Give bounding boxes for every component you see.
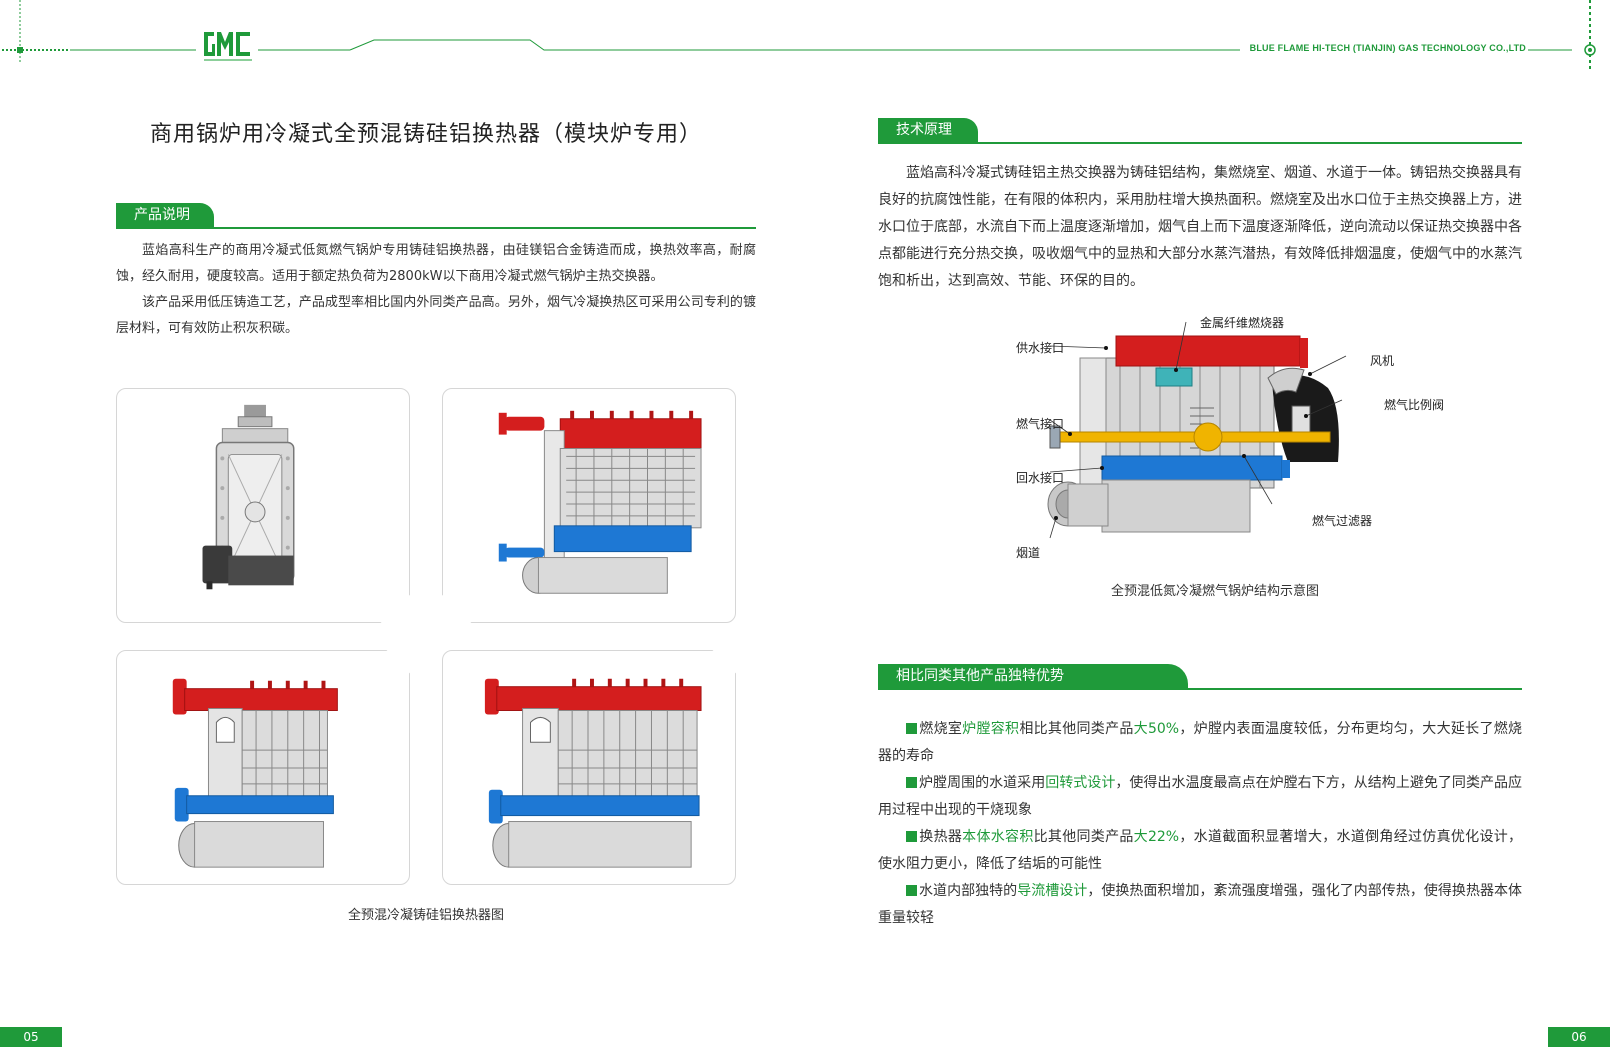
item-highlight: 本体水容积 [962,829,1034,845]
section-tab-label: 技术原理 [878,118,978,142]
item-highlight: 大50% [1133,721,1180,737]
item-text: ，使换热面积增加，紊流强度增强，强化了内部传热，使得换热器本体重量较轻 [878,883,1523,926]
product-image-side-view-small [116,650,410,885]
advantage-item: 换热器本体水容积比其他同类产品大22%，水道截面积显著增大，水道倒角经过仿真优化… [878,824,1522,878]
page-title: 商用锅炉用冷凝式全预混铸硅铝换热器（模块炉专用） [150,122,703,147]
item-text: 比其他同类产品 [1033,829,1134,845]
section-tab-label: 产品说明 [116,203,214,227]
item-text: ，炉膛内表面温度较低，分布更均匀，大大延长了燃烧器的寿命 [878,721,1523,764]
company-logo [204,32,252,61]
paragraph: 蓝焰高科冷凝式铸硅铝主热交换器为铸硅铝结构，集燃烧室、烟道、水道于一体。铸铝热交… [878,165,1522,289]
bullet-square-icon [906,885,917,896]
gallery-caption: 全预混冷凝铸硅铝换热器图 [347,908,504,923]
item-text: ，水道截面积显著增大，水道倒角经过仿真优化设计，使水阻力更小，降低了结垢的可能性 [878,829,1523,872]
diagram-label-fan: 风机 [1370,354,1395,368]
item-text: 换热器 [919,829,963,845]
product-description: 蓝焰高科生产的商用冷凝式低氮燃气锅炉专用铸硅铝换热器，由硅镁铝合金铸造而成，换热… [116,238,756,342]
item-text: 燃烧室 [919,721,963,737]
item-highlight: 大22% [1133,829,1180,845]
paragraph: 蓝焰高科生产的商用冷凝式低氮燃气锅炉专用铸硅铝换热器，由硅镁铝合金铸造而成，换热… [116,243,756,284]
section-tab-label: 相比同类其他产品独特优势 [878,664,1188,688]
item-text: 相比其他同类产品 [1019,721,1134,737]
section-header-advantages: 相比同类其他产品独特优势 [878,664,1522,690]
advantage-item: 燃烧室炉膛容积相比其他同类产品大50%，炉膛内表面温度较低，分布更均匀，大大延长… [878,716,1522,770]
diagram-caption: 全预混低氮冷凝燃气锅炉结构示意图 [1110,584,1319,599]
diagram-label-gas-valve: 燃气比例阀 [1384,398,1445,412]
section-rule [878,142,1522,144]
section-rule [116,227,756,229]
boiler-structure-diagram [1047,321,1347,539]
product-image-side-view-large [442,650,736,885]
paragraph: 该产品采用低压铸造工艺，产品成型率相比国内外同类产品高。另外，烟气冷凝换热区可采… [116,295,756,336]
item-text: 炉膛周围的水道采用 [919,775,1046,791]
bullet-square-icon [906,831,917,842]
section-header-principle: 技术原理 [878,118,1522,144]
item-highlight: 导流槽设计 [1017,883,1088,899]
advantages-list: 燃烧室炉膛容积相比其他同类产品大50%，炉膛内表面温度较低，分布更均匀，大大延长… [878,716,1522,932]
bullet-square-icon [906,777,917,788]
principle-description: 蓝焰高科冷凝式铸硅铝主热交换器为铸硅铝结构，集燃烧室、烟道、水道于一体。铸铝热交… [878,160,1522,295]
item-highlight: 回转式设计 [1045,775,1116,791]
diagram-label-burner: 金属纤维燃烧器 [1200,316,1285,330]
page-number-left: 05 [0,1027,62,1047]
product-image-angled-view [442,388,736,623]
page-number-right: 06 [1548,1027,1610,1047]
bullet-square-icon [906,723,917,734]
advantage-item: 炉膛周围的水道采用回转式设计，使得出水温度最高点在炉膛右下方，从结构上避免了同类… [878,770,1522,824]
advantage-item: 水道内部独特的导流槽设计，使换热面积增加，紊流强度增强，强化了内部传热，使得换热… [878,878,1522,932]
diagram-label-return-water: 回水接口 [1016,471,1065,485]
diagram-label-supply-water: 供水接口 [1016,341,1065,355]
section-header-product: 产品说明 [116,203,756,229]
item-text: 水道内部独特的 [919,883,1018,899]
header-decoration [2,0,1596,72]
diagram-label-gas-inlet: 燃气接口 [1016,417,1065,431]
diagram-label-gas-filter: 燃气过滤器 [1312,514,1373,528]
product-image-front-view [116,388,410,623]
item-highlight: 炉膛容积 [962,721,1020,737]
diagram-label-flue: 烟道 [1016,546,1041,560]
company-name: BLUE FLAME HI-TECH (TIANJIN) GAS TECHNOL… [1249,43,1526,53]
item-text: ，使得出水温度最高点在炉膛右下方，从结构上避免了同类产品应用过程中出现的干烧现象 [878,775,1523,818]
section-rule [878,688,1522,690]
